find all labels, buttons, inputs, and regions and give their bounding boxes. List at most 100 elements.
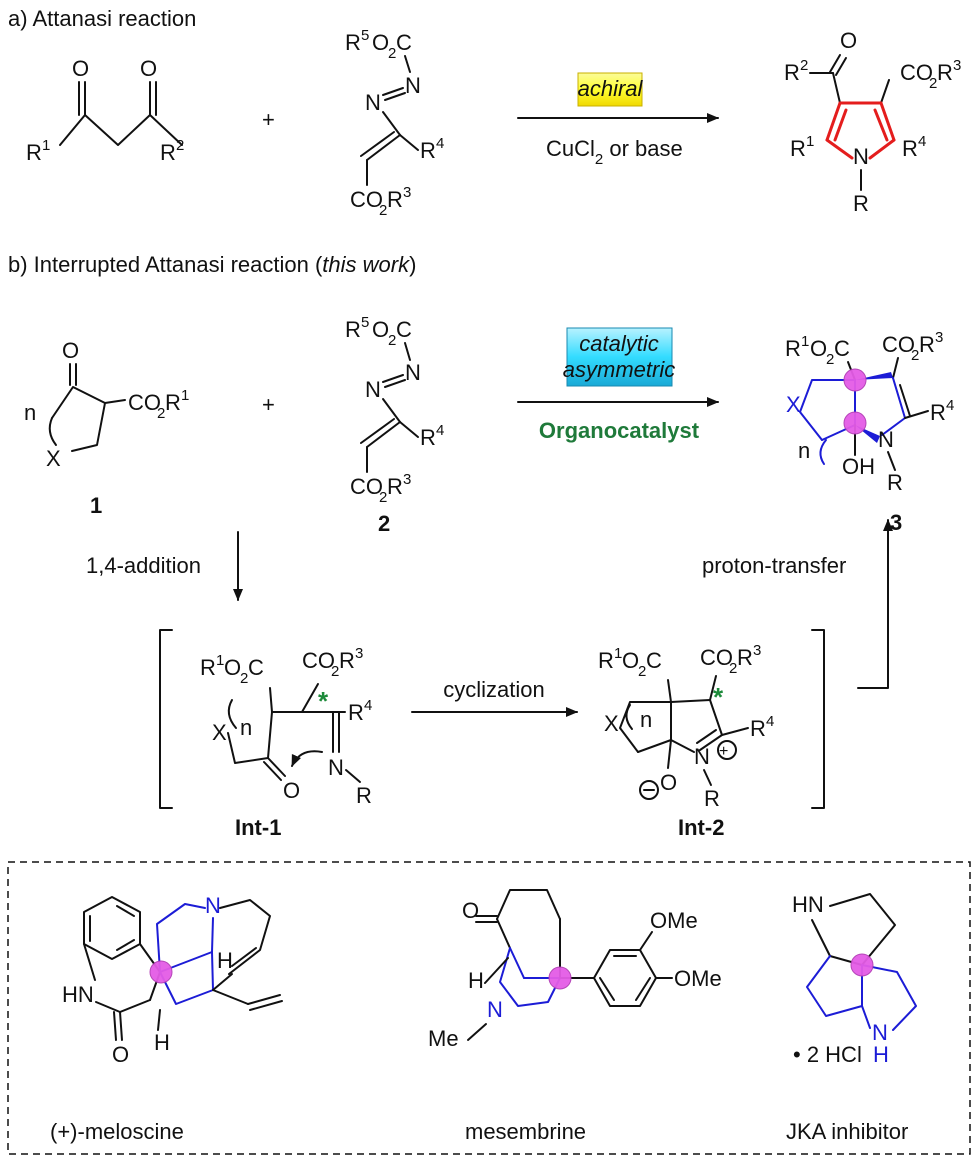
svg-text:2: 2 — [800, 57, 808, 74]
svg-text:5: 5 — [361, 314, 369, 331]
svg-text:H: H — [154, 1030, 170, 1055]
svg-text:H: H — [217, 948, 233, 973]
svg-text:+: + — [262, 392, 275, 417]
svg-text:R: R — [387, 187, 403, 212]
svg-text:R: R — [853, 191, 869, 216]
svg-text:CO: CO — [350, 187, 383, 212]
svg-text:R: R — [420, 138, 436, 163]
svg-text:OH: OH — [842, 454, 875, 479]
svg-text:+: + — [262, 107, 275, 132]
svg-text:CO: CO — [128, 390, 161, 415]
svg-text:O: O — [72, 56, 89, 81]
svg-text:4: 4 — [436, 135, 444, 152]
svg-text:N: N — [694, 744, 710, 769]
svg-text:R: R — [598, 648, 614, 673]
svg-text:R: R — [930, 400, 946, 425]
svg-text:H: H — [468, 968, 484, 993]
step-proton-transfer: proton-transfer — [702, 553, 846, 578]
svg-text:C: C — [396, 317, 412, 342]
svg-text:O: O — [224, 655, 241, 680]
svg-text:3: 3 — [403, 184, 411, 201]
compound-1-label: 1 — [90, 493, 102, 518]
svg-text:HN: HN — [792, 892, 824, 917]
svg-text:2: 2 — [388, 332, 396, 349]
svg-text:N: N — [365, 90, 381, 115]
svg-text:n: n — [640, 707, 652, 732]
svg-text:O: O — [62, 338, 79, 363]
svg-text:N: N — [487, 997, 503, 1022]
svg-text:2: 2 — [638, 663, 646, 680]
svg-text:O: O — [462, 898, 479, 923]
svg-text:R: R — [387, 474, 403, 499]
svg-text:O: O — [283, 778, 300, 803]
svg-text:1: 1 — [216, 652, 224, 669]
svg-text:O: O — [372, 317, 389, 342]
svg-text:1: 1 — [614, 645, 622, 662]
svg-text:N: N — [405, 73, 421, 98]
svg-text:R: R — [750, 716, 766, 741]
section-b-title: b) Interrupted Attanasi reaction (this w… — [8, 252, 416, 277]
svg-text:R: R — [356, 783, 372, 808]
svg-text:O: O — [372, 30, 389, 55]
svg-text:2: 2 — [379, 489, 387, 506]
svg-text:R: R — [887, 470, 903, 495]
svg-text:R: R — [737, 645, 753, 670]
svg-text:R: R — [902, 136, 918, 161]
svg-text:2: 2 — [729, 660, 737, 677]
svg-text:1: 1 — [42, 137, 50, 154]
svg-text:4: 4 — [436, 422, 444, 439]
svg-text:2: 2 — [176, 137, 184, 154]
svg-text:O: O — [840, 28, 857, 53]
svg-text:2: 2 — [240, 670, 248, 687]
label-hcl: • 2 HCl — [793, 1042, 862, 1067]
svg-text:n: n — [24, 400, 36, 425]
svg-text:O: O — [810, 336, 827, 361]
examples-box — [7, 861, 971, 1155]
label-meloscine: (+)-meloscine — [50, 1119, 184, 1144]
svg-text:O: O — [660, 770, 677, 795]
svg-text:R: R — [704, 786, 720, 811]
svg-text:3: 3 — [355, 645, 363, 662]
meloscine-structure: HN O H N H — [62, 893, 283, 1067]
svg-text:HN: HN — [62, 982, 94, 1007]
svg-text:CO: CO — [302, 648, 335, 673]
svg-text:X: X — [46, 446, 61, 471]
svg-text:2: 2 — [331, 663, 339, 680]
svg-text:1: 1 — [181, 387, 189, 404]
svg-text:O: O — [622, 648, 639, 673]
svg-text:n: n — [798, 438, 810, 463]
compound-2-label: 2 — [378, 511, 390, 536]
label-mesembrine: mesembrine — [465, 1119, 586, 1144]
svg-text:+: + — [719, 743, 728, 760]
svg-text:CO: CO — [350, 474, 383, 499]
svg-text:N: N — [328, 755, 344, 780]
step-cyclization: cyclization — [443, 677, 544, 702]
asymmetric-highlight — [566, 327, 673, 387]
svg-text:2: 2 — [388, 45, 396, 62]
svg-text:CO: CO — [882, 332, 915, 357]
svg-text:2: 2 — [911, 347, 919, 364]
svg-text:*: * — [318, 686, 329, 716]
condition-catalytic: catalytic — [579, 331, 658, 356]
svg-text:C: C — [834, 336, 850, 361]
svg-text:OMe: OMe — [674, 966, 722, 991]
svg-text:3: 3 — [753, 642, 761, 659]
svg-text:R: R — [785, 336, 801, 361]
svg-text:3: 3 — [403, 471, 411, 488]
svg-text:C: C — [396, 30, 412, 55]
svg-text:N: N — [365, 377, 381, 402]
svg-text:R: R — [420, 425, 436, 450]
svg-text:N: N — [853, 144, 869, 169]
svg-text:R: R — [26, 140, 42, 165]
svg-text:OMe: OMe — [650, 908, 698, 933]
svg-text:X: X — [212, 720, 227, 745]
condition-achiral: achiral — [578, 76, 644, 101]
section-a-title: a) Attanasi reaction — [8, 6, 196, 31]
jka-inhibitor-structure: HN N H • 2 HCl — [792, 892, 917, 1067]
svg-text:R: R — [790, 136, 806, 161]
